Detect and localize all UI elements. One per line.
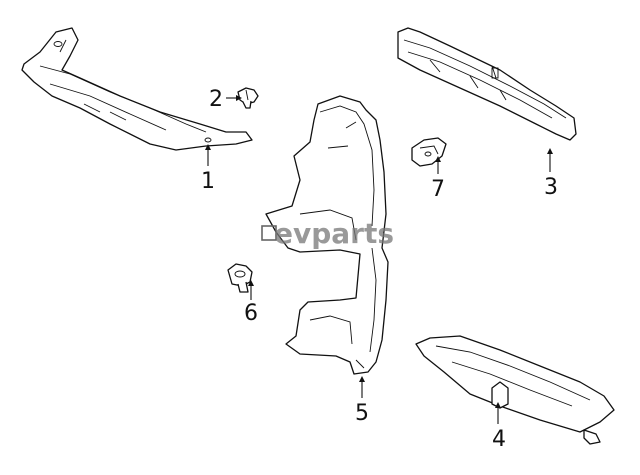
part-2-clip [237,87,259,109]
callout-7: 7 [431,177,445,202]
part-3-air-guide [397,27,577,141]
part-6-push-clip [227,263,253,293]
leader-lines [205,95,553,424]
callout-5: 5 [355,401,369,426]
callout-2: 2 [209,87,223,112]
part-4-lower-cover [415,335,615,445]
callout-6: 6 [244,301,258,326]
watermark-logo: evparts [261,217,394,250]
part-5-side-air-guide [265,95,389,375]
watermark-text: evparts [274,217,394,250]
callout-1: 1 [201,169,215,194]
callout-4: 4 [492,427,506,452]
part-1-support-cover [21,27,253,151]
callout-3: 3 [544,175,558,200]
